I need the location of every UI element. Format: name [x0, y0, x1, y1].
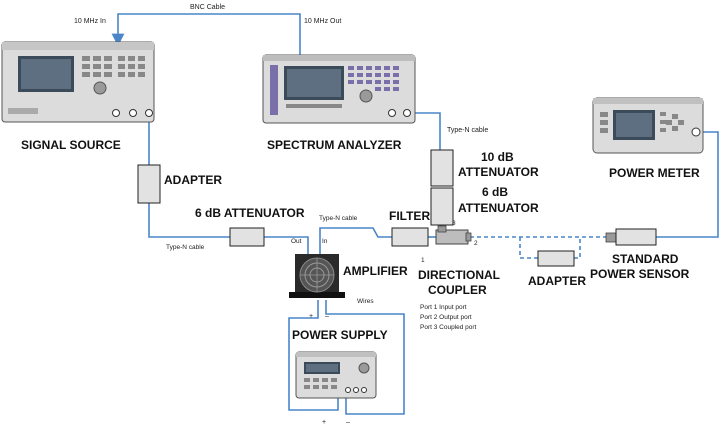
amp-to-filter-cable [319, 227, 392, 254]
amp-wire-minus [325, 300, 405, 415]
bnc-cable [111, 13, 301, 58]
6db-attenuator-label-2: ATTENUATOR [458, 201, 539, 215]
attenuator-to-amp-cable [264, 236, 309, 254]
psu-minus-label: – [346, 419, 350, 426]
power-supply-label: POWER SUPPLY [292, 328, 388, 342]
power-sensor-device [605, 228, 657, 246]
6db-attenuator-label-1: 6 dB [482, 185, 508, 199]
power-meter-instrument [592, 97, 704, 154]
psu-plus-label: + [322, 419, 326, 426]
left-adapter [137, 164, 161, 204]
amp-wire-plus [288, 300, 339, 411]
analyzer-to-attenuator-cable [407, 112, 441, 150]
amp-out-port-label: Out [291, 238, 302, 245]
type-n-cable-mid-label: Type-N cable [319, 215, 358, 222]
port-note-3: Port 3 Coupled port [420, 324, 477, 331]
filter-label: FILTER [389, 209, 430, 223]
signal-source-label: SIGNAL SOURCE [21, 138, 121, 152]
signal-source-instrument [1, 41, 155, 123]
spectrum-analyzer-label: SPECTRUM ANALYZER [267, 138, 402, 152]
power-sensor-label-1: STANDARD [612, 252, 679, 266]
power-supply-instrument [295, 351, 377, 399]
amplifier-device [289, 254, 345, 298]
power-sensor-label-2: POWER SENSOR [590, 267, 690, 281]
type-n-cable-sa-label: Type-N cable [447, 127, 488, 134]
coupler-port-3-label: 3 [452, 220, 456, 227]
10db-attenuator-label-1: 10 dB [481, 150, 514, 164]
adapter-to-attenuator-cable [148, 203, 230, 238]
right-adapter-label: ADAPTER [528, 274, 586, 288]
port-note-1: Port 1 Input port [420, 304, 467, 311]
type-n-cable-low-label: Type-N cable [166, 244, 205, 251]
adapter-dashed-loop [519, 237, 581, 259]
amp-plus-label: + [309, 313, 313, 320]
power-meter-label: POWER METER [609, 166, 700, 180]
left-adapter-label: ADAPTER [164, 173, 222, 187]
right-adapter [537, 250, 575, 267]
amp-minus-label: – [325, 313, 329, 320]
6db-attenuator [430, 187, 454, 226]
amplifier-label: AMPLIFIER [343, 264, 408, 278]
coupler-port-1-label: 1 [421, 257, 425, 264]
spectrum-analyzer-instrument [262, 54, 416, 124]
left-attenuator-label: 6 dB ATTENUATOR [195, 206, 305, 220]
10db-attenuator [430, 149, 454, 187]
coupler-label-1: DIRECTIONAL [418, 268, 500, 282]
ref-in-label: 10 MHz In [74, 18, 106, 25]
amp-in-port-label: In [322, 238, 328, 245]
filter-device [391, 227, 429, 247]
coupler-port-2-label: 2 [474, 240, 478, 247]
bnc-cable-label: BNC Cable [190, 4, 225, 11]
meter-to-sensor-cable [656, 131, 719, 238]
coupler-label-2: COUPLER [428, 283, 487, 297]
left-6db-attenuator [229, 227, 265, 247]
ref-out-label: 10 MHz Out [304, 18, 341, 25]
wires-label: Wires [357, 298, 374, 305]
port-note-2: Port 2 Output port [420, 314, 472, 321]
10db-attenuator-label-2: ATTENUATOR [458, 165, 539, 179]
directional-coupler [435, 225, 472, 245]
